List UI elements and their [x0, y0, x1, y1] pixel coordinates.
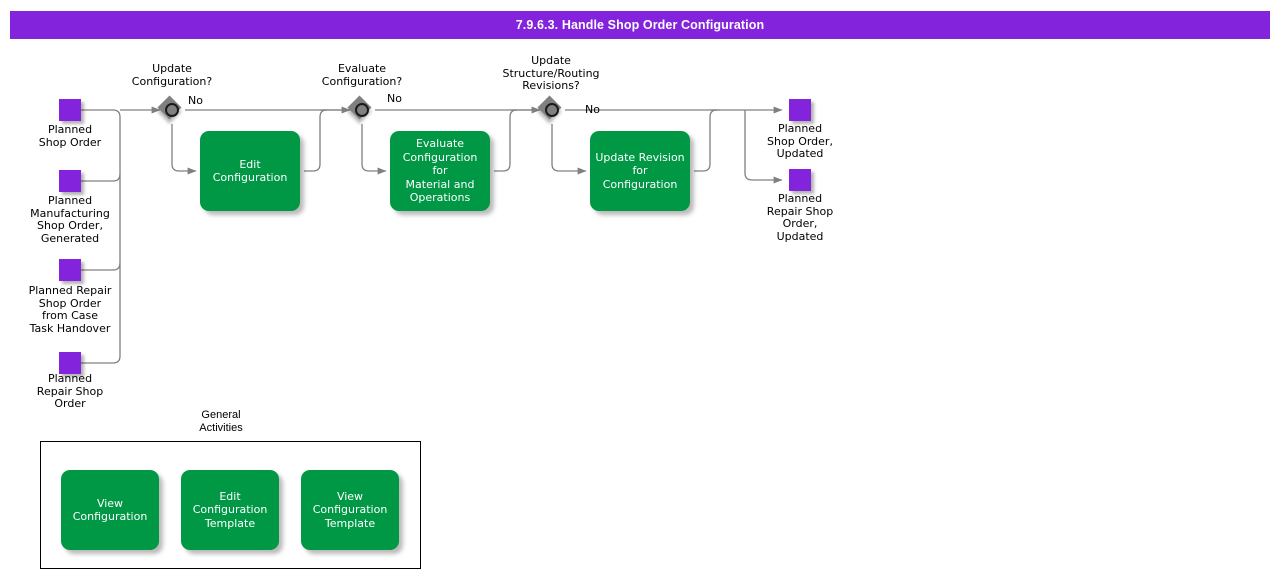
event-label-planned-repair-shop-order-from-case-task-handover: Planned Repair Shop Order from Case Task…	[28, 284, 112, 335]
wire-evaluate-configuration-out	[494, 109, 518, 172]
event-planned-shop-order-updated[interactable]	[789, 99, 811, 121]
gateway-update-structure-routing-revisions[interactable]	[537, 95, 566, 124]
event-label-planned-shop-order-updated: Planned Shop Order, Updated	[767, 122, 833, 161]
event-label-planned-repair-shop-order: Planned Repair Shop Order	[36, 372, 104, 411]
event-planned-manufacturing-shop-order-generated[interactable]	[59, 170, 81, 192]
wire-gateway-2-yes	[361, 124, 387, 175]
edge-label-update-configuration-no: No	[188, 94, 203, 107]
event-planned-repair-shop-order-from-case-task-handover[interactable]	[59, 259, 81, 281]
task-edit-configuration-template[interactable]: Edit Configuration Template	[181, 470, 279, 550]
wire-manufacturing-join	[81, 173, 121, 182]
page-title: 7.9.6.3. Handle Shop Order Configuration	[10, 11, 1270, 39]
event-label-planned-manufacturing-shop-order-generated: Planned Manufacturing Shop Order, Genera…	[30, 194, 110, 245]
gateway-update-configuration[interactable]	[157, 95, 186, 124]
gateway-evaluate-configuration[interactable]	[347, 95, 376, 124]
general-activities-label: General Activities	[199, 409, 243, 434]
wire-update-revision-out	[694, 109, 718, 172]
task-update-revision-for-configuration[interactable]: Update Revision for Configuration	[590, 131, 690, 211]
gateway-inclusive-ring-icon	[164, 102, 179, 117]
gateway-label-update-configuration: Update Configuration?	[131, 62, 213, 88]
task-view-configuration[interactable]: View Configuration	[61, 470, 159, 550]
event-label-planned-repair-shop-order-updated: Planned Repair Shop Order, Updated	[766, 192, 834, 243]
edge-label-evaluate-configuration-no: No	[387, 92, 402, 105]
wire-gateway-3-yes	[551, 124, 587, 175]
event-planned-repair-shop-order-updated[interactable]	[789, 169, 811, 191]
wire-repair-case-join	[81, 262, 121, 271]
wire-edit-configuration-out	[304, 109, 328, 172]
wire-gateway-1-yes	[171, 124, 197, 175]
gateway-inclusive-ring-icon	[354, 102, 369, 117]
event-label-planned-shop-order: Planned Shop Order	[38, 123, 102, 149]
gateway-label-evaluate-configuration: Evaluate Configuration?	[321, 62, 403, 88]
event-planned-shop-order[interactable]	[59, 99, 81, 121]
edge-label-update-structure-routing-revisions-no: No	[585, 103, 600, 116]
task-evaluate-configuration-for-material-and-operations[interactable]: Evaluate Configuration for Material and …	[390, 131, 490, 211]
task-edit-configuration[interactable]: Edit Configuration	[200, 131, 300, 211]
gateway-inclusive-ring-icon	[544, 102, 559, 117]
task-view-configuration-template[interactable]: View Configuration Template	[301, 470, 399, 550]
event-planned-repair-shop-order[interactable]	[59, 352, 81, 374]
gateway-label-update-structure-routing-revisions: Update Structure/Routing Revisions?	[502, 54, 600, 93]
